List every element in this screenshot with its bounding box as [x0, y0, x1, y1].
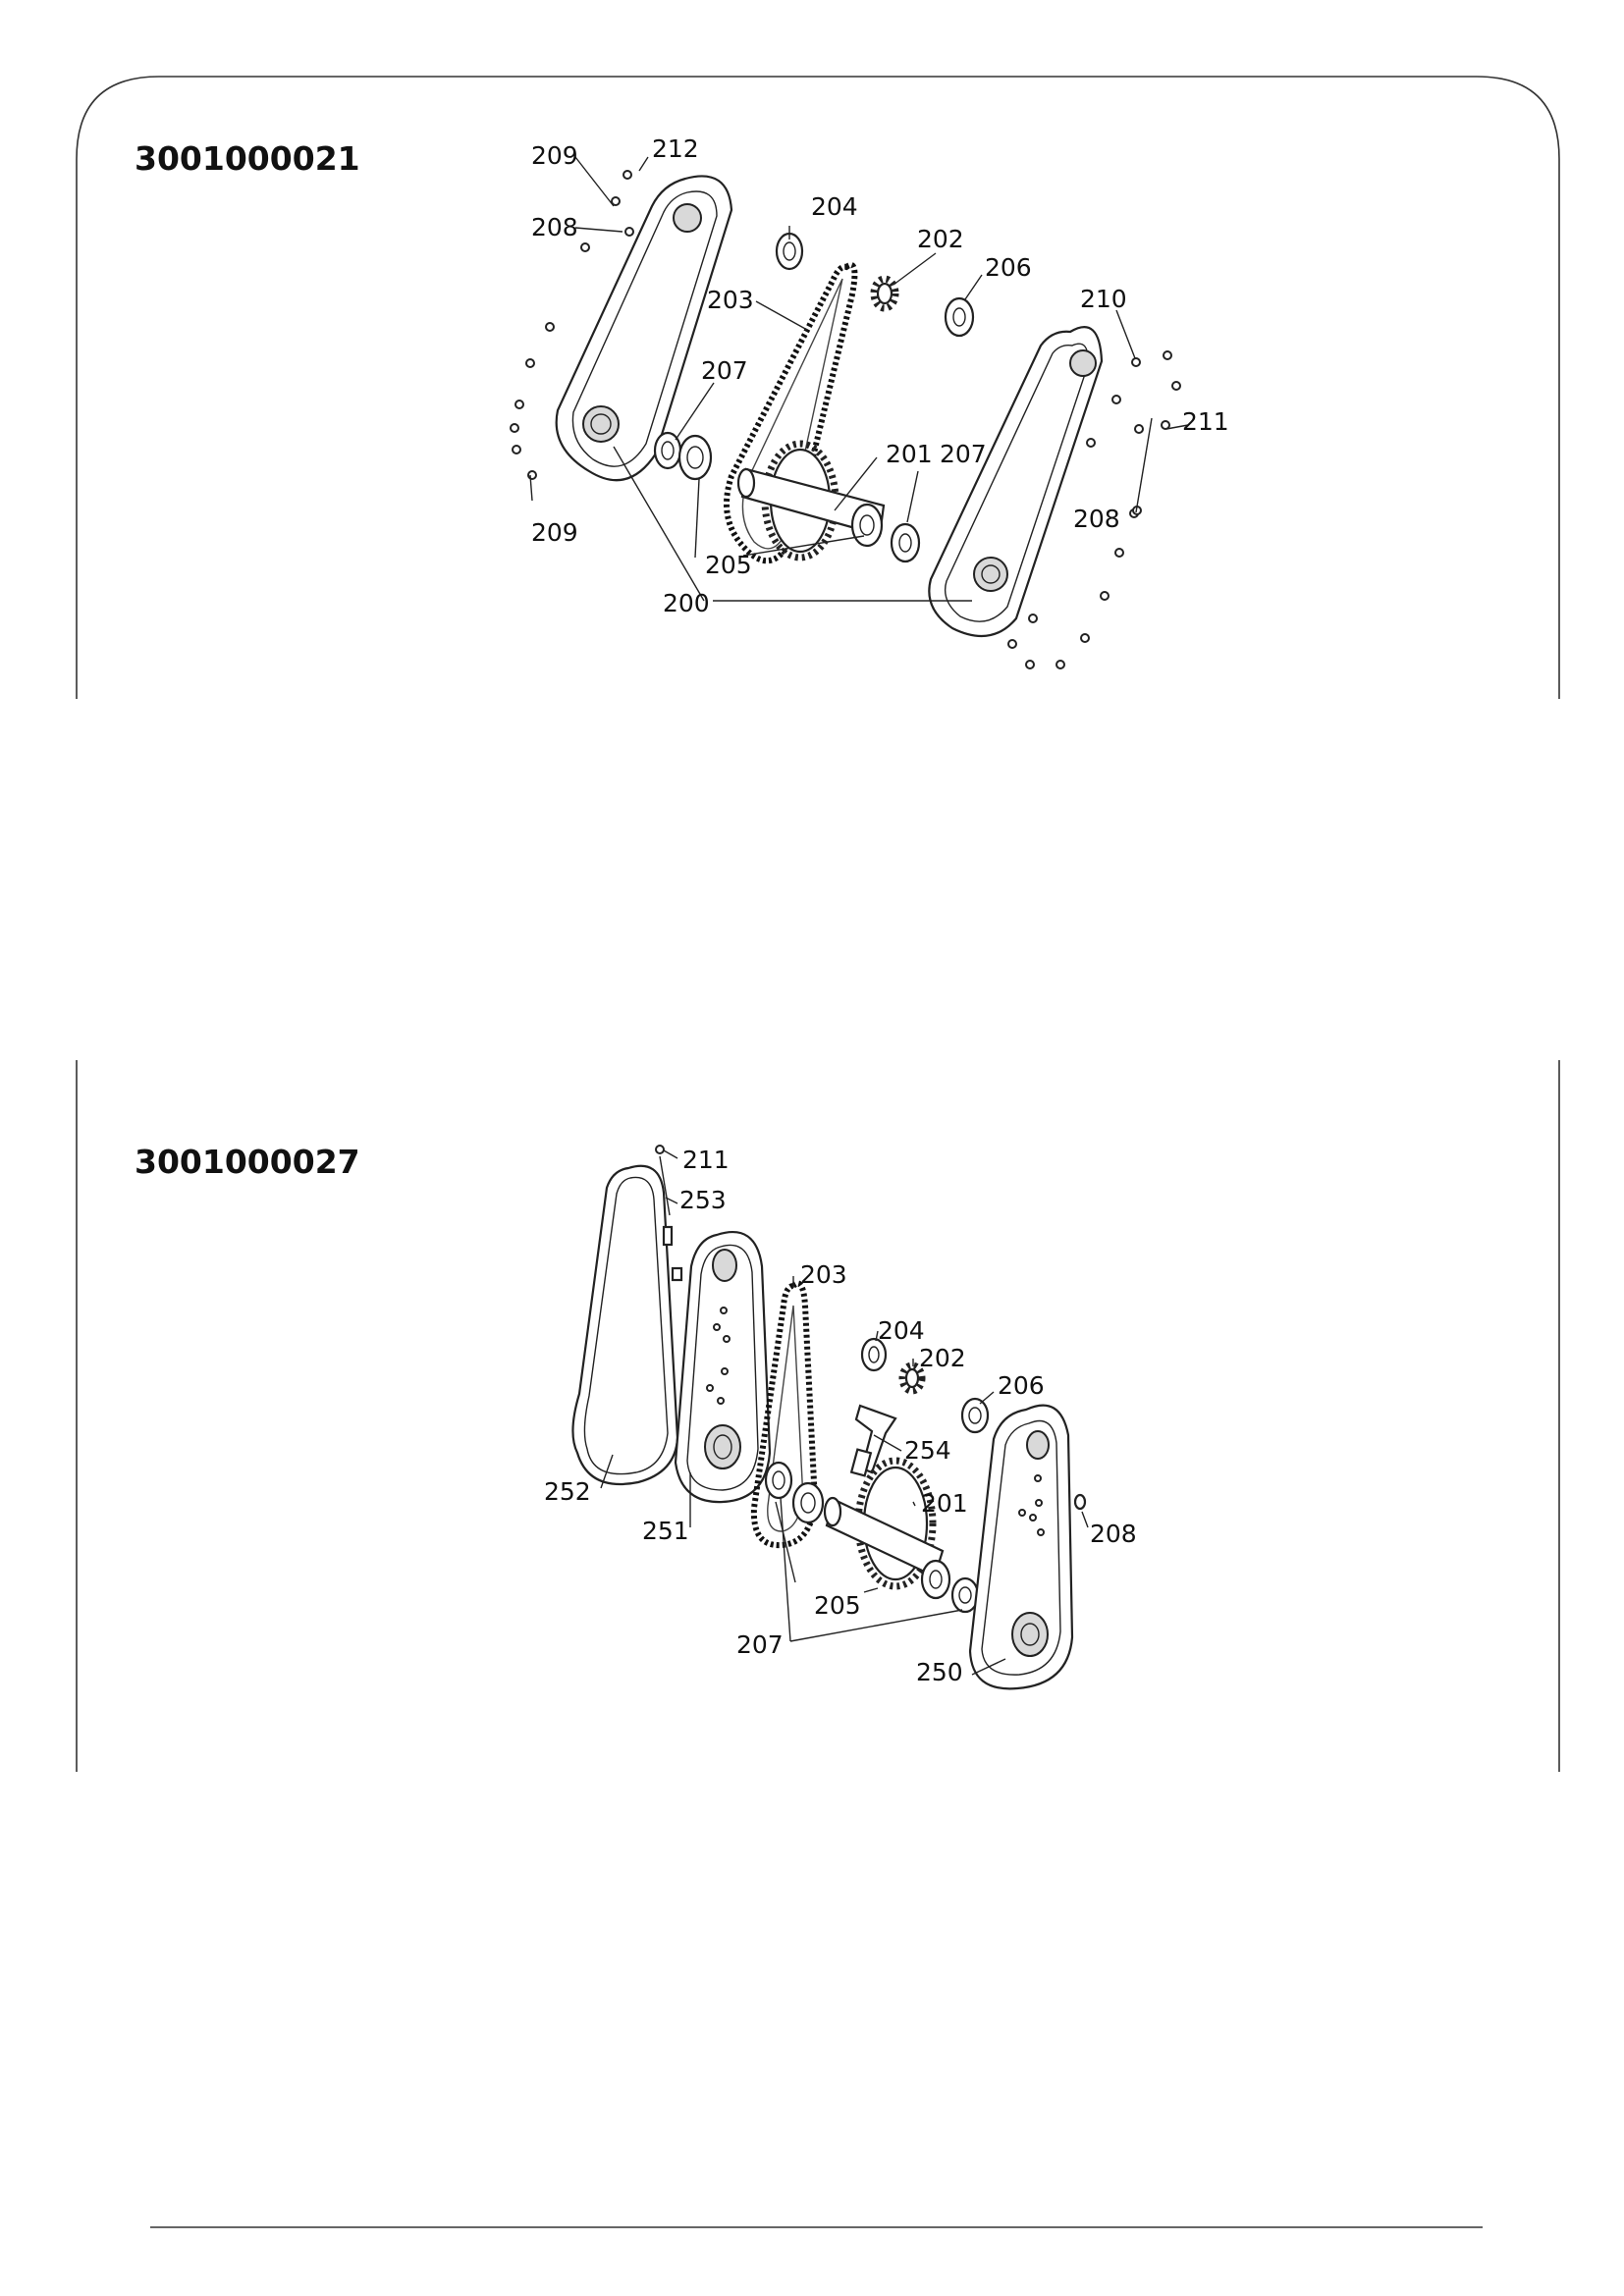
left-bearings: [653, 431, 713, 481]
section1-frame: [76, 76, 1560, 699]
callout-212: 212: [652, 134, 699, 163]
callout-251: 251: [642, 1517, 689, 1545]
callout-206: 206: [985, 253, 1032, 282]
callout-204-s2: 204: [878, 1316, 925, 1345]
gasket-252: [571, 1164, 679, 1486]
callout-209-bottom: 209: [531, 518, 578, 547]
section1-diagram: 209 212 208 209 204 203 207 205 200 201 …: [510, 134, 1229, 669]
bearing-204: [775, 232, 804, 271]
section2-code: 3001000027: [135, 1143, 360, 1181]
tensioner-254: [849, 1404, 897, 1477]
sprocket-201: [736, 440, 886, 561]
section2-leaders: [600, 1149, 1089, 1676]
right-chain-case-cover: [928, 326, 1104, 638]
left-chain-case-cover: [555, 175, 733, 482]
callout-205: 205: [705, 551, 752, 579]
sprocket-202: [870, 275, 899, 312]
callout-202-s2: 202: [919, 1344, 966, 1372]
callout-254: 254: [904, 1436, 951, 1465]
section1-code: 3001000021: [135, 139, 360, 178]
callout-208-s2: 208: [1090, 1520, 1137, 1548]
callout-207-right: 207: [940, 440, 987, 468]
callout-252: 252: [544, 1477, 591, 1506]
callout-206-s2: 206: [998, 1371, 1045, 1400]
bolt-253: [655, 1145, 683, 1282]
callout-208-left: 208: [531, 213, 578, 241]
callout-250: 250: [916, 1658, 963, 1686]
bearing-206-s2: [960, 1397, 990, 1434]
callout-201-s2: 201: [921, 1489, 968, 1518]
callout-211: 211: [1182, 407, 1229, 436]
callout-203: 203: [707, 286, 754, 314]
bearing-206: [944, 296, 975, 338]
callout-201: 201: [886, 440, 933, 468]
callout-210: 210: [1080, 285, 1127, 313]
section1-leaders: [529, 156, 1189, 602]
callout-209-top: 209: [531, 141, 578, 170]
callout-202: 202: [917, 225, 964, 253]
callout-211-s2: 211: [682, 1146, 730, 1174]
callout-253: 253: [679, 1186, 727, 1214]
callout-200: 200: [663, 589, 710, 617]
callout-205-s2: 205: [814, 1591, 861, 1620]
sprocket-202-s2: [898, 1362, 926, 1395]
callout-207-s2: 207: [736, 1630, 784, 1659]
cover-251: [674, 1230, 772, 1504]
bearings-left-s2: [764, 1461, 825, 1524]
cover-250: [968, 1404, 1074, 1690]
callout-204: 204: [811, 192, 858, 221]
bearings-right-s2: [920, 1559, 980, 1614]
callout-208-right: 208: [1073, 505, 1120, 533]
screw-208-s2: [1073, 1493, 1087, 1511]
section2-diagram: 211 253 203 204 202 206 254 201 208 252 …: [544, 1145, 1137, 1690]
sprocket-201-s2: [823, 1457, 945, 1590]
callout-207-left: 207: [701, 356, 748, 385]
right-bearings: [850, 503, 921, 563]
bearing-204-s2: [860, 1337, 888, 1372]
callout-203-s2: 203: [800, 1260, 847, 1289]
